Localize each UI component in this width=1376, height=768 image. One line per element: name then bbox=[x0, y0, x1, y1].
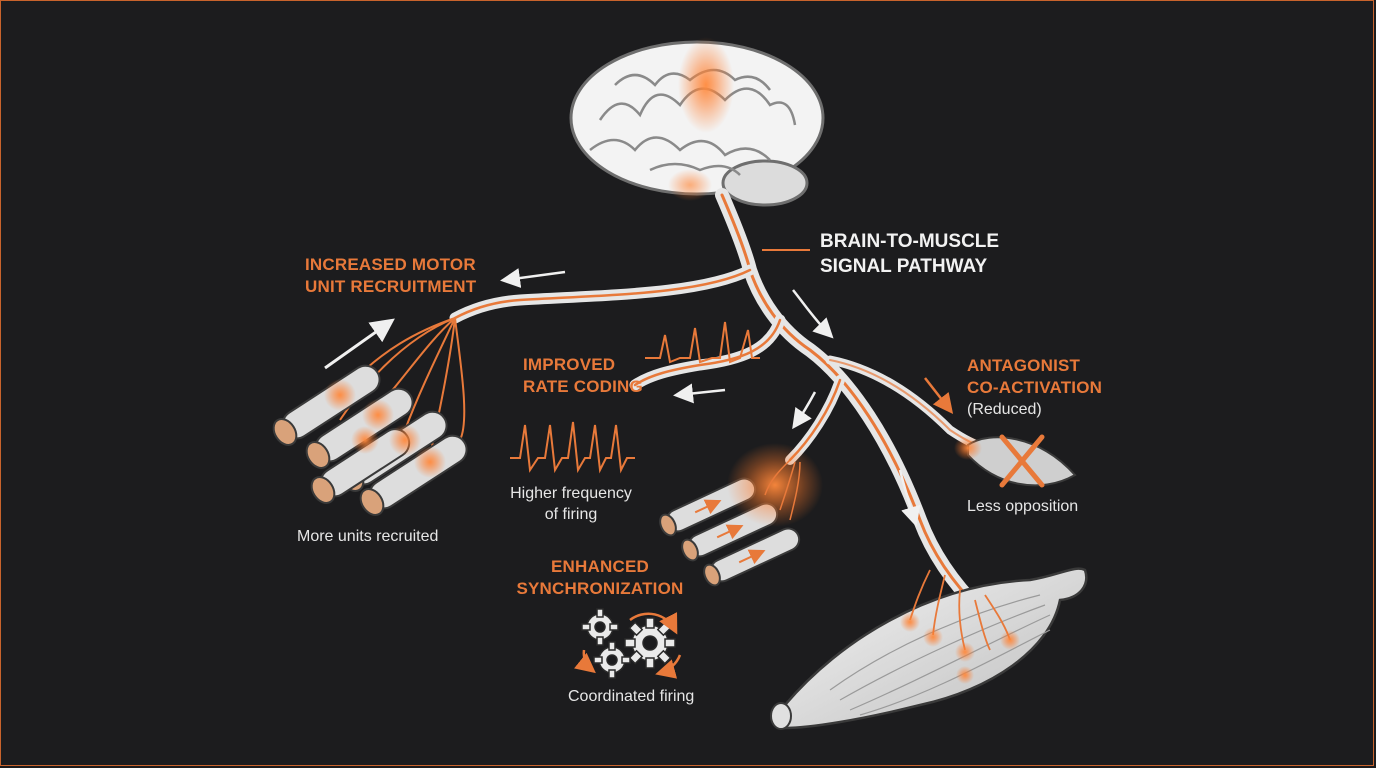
recruitment-up-arrow bbox=[324, 318, 395, 370]
rate-coding-heading-line1: IMPROVED bbox=[523, 355, 616, 374]
trunk-arrow bbox=[792, 289, 834, 339]
rate-coding-heading-line2: RATE CODING bbox=[523, 377, 643, 396]
antagonist-caption: Less opposition bbox=[967, 498, 1079, 515]
cerebellum bbox=[721, 159, 809, 207]
antagonist-muscle bbox=[954, 434, 1077, 488]
synchronization-heading-line2: SYNCHRONIZATION bbox=[516, 579, 684, 598]
antagonist-heading-line2: CO-ACTIVATION bbox=[967, 378, 1103, 397]
synchronized-fibers bbox=[659, 443, 823, 587]
firing-frequency-waveform bbox=[510, 421, 635, 474]
signal-direction-arrow bbox=[500, 268, 566, 288]
rate-coding-heading: IMPROVED RATE CODING bbox=[523, 354, 643, 398]
antagonist-reduced-note: (Reduced) bbox=[967, 401, 1042, 418]
recruitment-caption: More units recruited bbox=[297, 528, 439, 545]
muscle-arrow bbox=[898, 469, 921, 527]
target-muscle bbox=[770, 567, 1088, 730]
synchronization-caption: Coordinated firing bbox=[568, 688, 695, 705]
recruitment-heading-line2: UNIT RECRUITMENT bbox=[305, 277, 477, 296]
motor-cortex-glow bbox=[678, 37, 734, 133]
pathway-title-line2: SIGNAL PATHWAY bbox=[820, 256, 988, 277]
rate-coding-caption: Higher frequency of firing bbox=[496, 483, 646, 525]
pathway-title: BRAIN-TO-MUSCLE SIGNAL PATHWAY bbox=[820, 229, 999, 279]
rate-coding-caption-line1: Higher frequency bbox=[510, 485, 632, 502]
synchronization-heading: ENHANCED SYNCHRONIZATION bbox=[512, 556, 688, 600]
recruitment-heading: INCREASED MOTOR UNIT RECRUITMENT bbox=[305, 254, 476, 298]
brain bbox=[569, 37, 825, 207]
antagonist-heading: ANTAGONIST CO-ACTIVATION (Reduced) bbox=[967, 355, 1102, 420]
recruitment-heading-line1: INCREASED MOTOR bbox=[305, 255, 476, 274]
gears-icon bbox=[574, 608, 682, 679]
sync-arrow bbox=[792, 391, 817, 430]
nerve-spike-train bbox=[645, 321, 760, 364]
muscle-fiber-bundles bbox=[272, 364, 468, 516]
synchronization-heading-line1: ENHANCED bbox=[551, 557, 649, 576]
rate-arrow bbox=[673, 383, 726, 404]
rate-coding-caption-line2: of firing bbox=[544, 506, 598, 523]
antagonist-arrow bbox=[924, 377, 954, 414]
antagonist-heading-line1: ANTAGONIST bbox=[967, 356, 1081, 375]
pathway-title-line1: BRAIN-TO-MUSCLE bbox=[820, 231, 1000, 252]
